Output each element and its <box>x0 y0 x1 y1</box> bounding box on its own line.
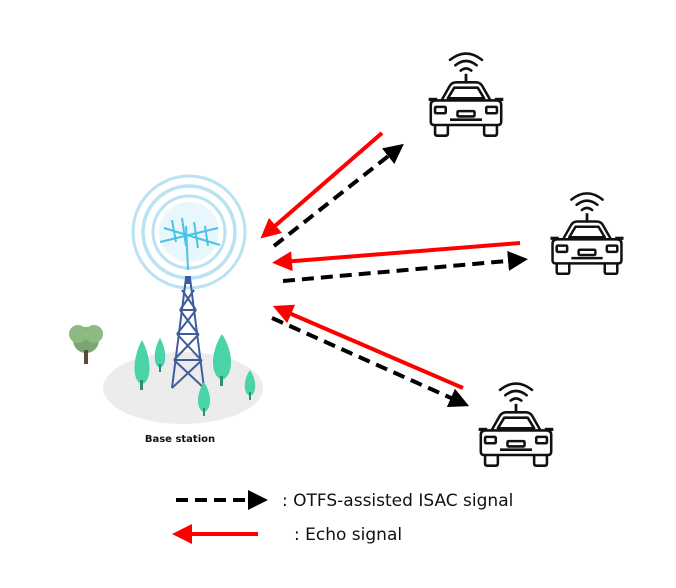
tree-icon <box>69 325 103 364</box>
tree-icon <box>198 382 210 416</box>
legend-isac-label: : OTFS-assisted ISAC signal <box>282 491 513 511</box>
tree-icon <box>213 334 231 386</box>
legend-echo-label: : Echo signal <box>294 525 402 545</box>
car-icon <box>548 191 626 276</box>
lattice-tower-icon <box>171 277 205 389</box>
car-icon <box>477 381 555 468</box>
isac-arrow-middle <box>282 250 528 283</box>
base-station-label: Base station <box>145 434 215 445</box>
echo-arrow-top <box>260 131 384 239</box>
tree-icon <box>134 340 150 390</box>
antenna-icon <box>159 217 221 271</box>
ground-shadow <box>103 352 263 424</box>
legend: : OTFS-assisted ISAC signal : Echo signa… <box>172 490 513 545</box>
tree-icon <box>154 338 166 372</box>
car-icon <box>427 51 505 138</box>
echo-arrow-bottom <box>272 304 464 390</box>
echo-arrow-middle <box>272 241 521 272</box>
base-station-tower-icon <box>103 174 263 424</box>
isac-arrow-bottom <box>271 316 470 408</box>
isac-arrow-top <box>272 143 404 248</box>
tree-icon <box>244 370 256 400</box>
